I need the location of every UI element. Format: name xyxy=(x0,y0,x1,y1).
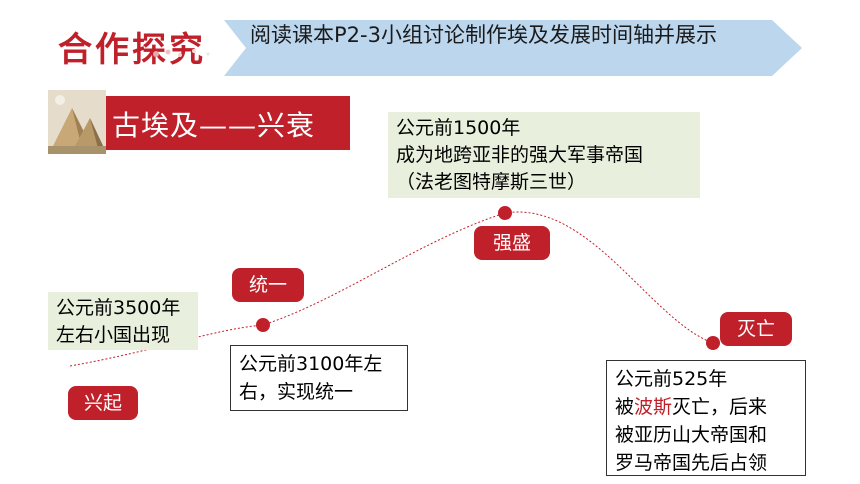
note-3500bc: 公元前3500年 左右小国出现 xyxy=(48,292,198,350)
timeline-point-tongyi xyxy=(256,318,270,332)
banner-text: 阅读课本P2-3小组讨论制作埃及发展时间轴并展示 xyxy=(250,23,717,47)
note-3500bc-line: 左右小国出现 xyxy=(56,324,171,346)
note-3100bc: 公元前3100年左 右，实现统一 xyxy=(230,345,408,411)
note-1500bc: 公元前1500年 成为地跨亚非的强大军事帝国 （法老图特摩斯三世） xyxy=(388,112,700,198)
persia-highlight: 波斯 xyxy=(634,396,673,418)
stage-label-qiangsheng: 强盛 xyxy=(474,226,550,260)
header-title: 合作探究 xyxy=(58,30,206,70)
section-title: 古埃及——兴衰 xyxy=(112,109,316,142)
note-1500bc-line: 成为地跨亚非的强大军事帝国 xyxy=(396,144,644,166)
note-1500bc-line: （法老图特摩斯三世） xyxy=(396,171,587,193)
timeline-point-qiangsheng xyxy=(498,206,512,220)
note-3100bc-line: 公元前3100年左 xyxy=(239,353,383,375)
stage-label-xingqi: 兴起 xyxy=(68,386,138,420)
decorative-dots xyxy=(153,49,210,57)
note-525bc-line: 罗马帝国先后占领 xyxy=(615,452,768,474)
note-3500bc-line: 公元前3500年 xyxy=(56,297,181,319)
banner-arrow xyxy=(224,20,802,76)
stage-label-miewang: 灭亡 xyxy=(720,312,792,346)
stage-label-tongyi: 统一 xyxy=(232,268,304,302)
note-525bc-line: 被亚历山大帝国和 xyxy=(615,424,768,446)
note-525bc: 公元前525年 被波斯灭亡，后来 被亚历山大帝国和 罗马帝国先后占领 xyxy=(606,360,806,476)
note-525bc-line: 被波斯灭亡，后来 xyxy=(615,393,797,421)
note-3100bc-line: 右，实现统一 xyxy=(239,381,354,403)
note-525bc-prefix: 被 xyxy=(615,396,635,418)
note-1500bc-line: 公元前1500年 xyxy=(396,117,521,139)
pyramid-icon xyxy=(48,90,106,154)
note-525bc-line: 公元前525年 xyxy=(615,368,728,390)
note-525bc-suffix: 灭亡，后来 xyxy=(672,396,768,418)
timeline-point-miewang xyxy=(706,336,720,350)
